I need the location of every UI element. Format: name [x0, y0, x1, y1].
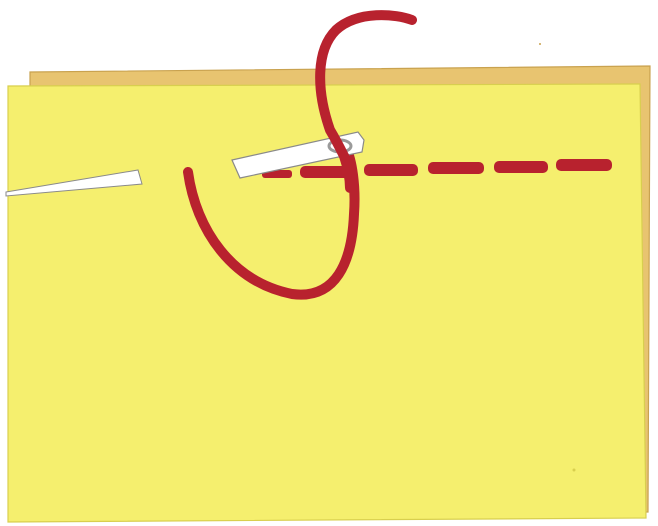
stitch	[364, 164, 418, 176]
left-needle-slot	[5, 169, 143, 197]
stitch-row	[262, 159, 612, 178]
thread-upper-tail	[315, 10, 417, 161]
stitch	[300, 166, 352, 178]
front-card	[8, 84, 646, 522]
stitch	[428, 162, 484, 174]
stitch	[556, 159, 612, 171]
card-speck	[572, 468, 576, 472]
thread-into-card	[339, 151, 355, 193]
stitch	[494, 161, 548, 173]
front-card-edge	[7, 83, 647, 523]
card-speck	[539, 43, 541, 45]
